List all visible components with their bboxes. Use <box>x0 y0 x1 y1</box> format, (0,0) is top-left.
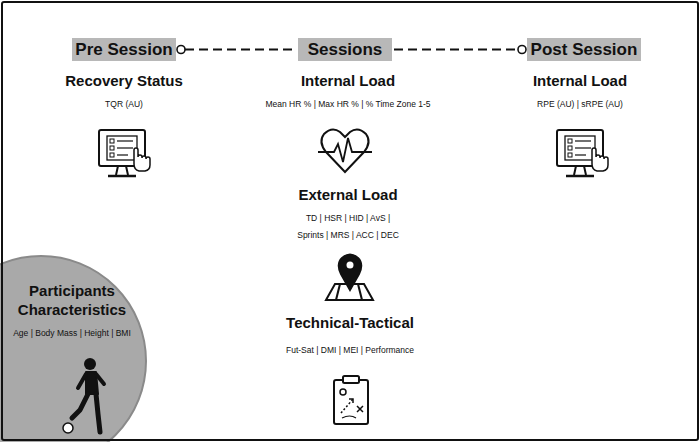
metric-list: RPE (AU) | sRPE (AU) <box>500 96 660 113</box>
section-heading: Technical-Tactical <box>260 314 440 331</box>
section-heading: Internal Load <box>268 72 428 89</box>
participants-circle: Participants CharacteristicsAge | Body M… <box>0 255 147 442</box>
metric-list: Fut-Sat | DMI | MEI | Performance <box>250 342 450 359</box>
section-heading: External Load <box>268 186 428 203</box>
section-heading: Recovery Status <box>44 72 204 89</box>
tactics-clipboard-icon <box>334 376 368 424</box>
phase-band: Pre Session <box>72 38 176 61</box>
location-map-icon <box>326 255 373 301</box>
survey-computer-icon <box>557 130 608 176</box>
heart-rate-icon <box>318 129 372 172</box>
node-heading: Participants Characteristics <box>7 281 137 319</box>
phase-band: Post Session <box>527 38 641 61</box>
phase-band: Sessions <box>298 38 392 61</box>
node-heading: Sessions <box>308 40 383 60</box>
metric-list: TD | HSR | HID | AvS | Sprints | MRS | A… <box>292 210 404 244</box>
node-body: Age | Body Mass | Height | BMI <box>0 325 147 342</box>
timeline-connector <box>394 46 526 54</box>
metric-list: TQR (AU) <box>64 96 184 113</box>
survey-computer-icon <box>99 130 150 176</box>
metric-list: Mean HR % | Max HR % | % Time Zone 1-5 <box>233 96 463 113</box>
section-heading: Internal Load <box>500 72 660 89</box>
timeline-connector <box>177 46 296 54</box>
node-heading: Pre Session <box>75 40 172 60</box>
node-heading: Post Session <box>531 40 638 60</box>
